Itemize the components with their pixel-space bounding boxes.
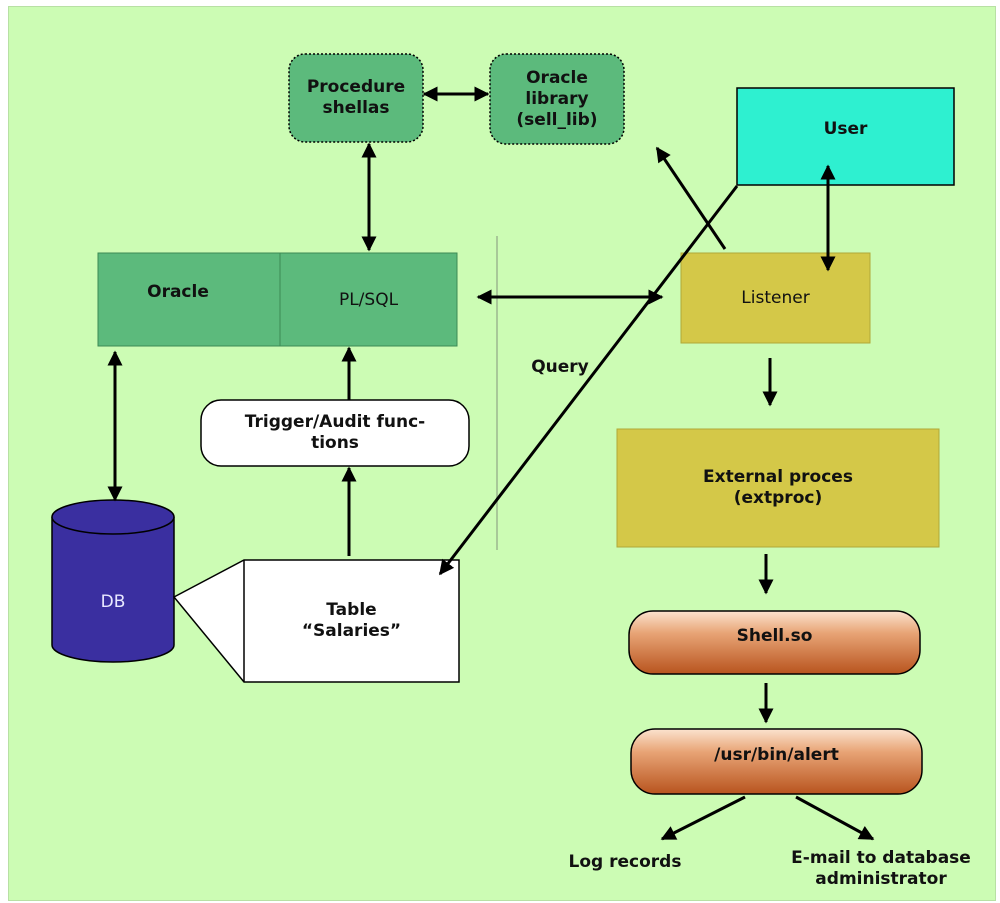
db-cylinder <box>51 517 175 663</box>
trigger-box <box>200 399 470 467</box>
email-label: E-mail to database administrator <box>791 848 971 889</box>
trigger-label: Trigger/Audit func- tions <box>244 412 426 453</box>
oracle-library-label: Oracle library (sell_lib) <box>516 67 598 130</box>
shell-so-box <box>628 610 921 675</box>
db-label: DB <box>100 591 126 612</box>
alert-label: /usr/bin/alert <box>714 744 839 765</box>
procedure-shellas-label: Procedure shellas <box>306 77 406 118</box>
oracle-label: Oracle <box>147 281 209 302</box>
table-callout <box>172 559 460 683</box>
external-proces-label: External proces (extproc) <box>703 467 853 508</box>
table-label: Table “Salaries” <box>301 600 402 641</box>
procedure-shellas-box <box>288 53 424 143</box>
arrow-alert-log <box>660 795 746 841</box>
external-proces-box <box>616 428 940 548</box>
listener-box <box>680 252 871 344</box>
oracle-plsql-box <box>97 252 458 347</box>
user-label: User <box>823 118 868 139</box>
arrow-query-user-table <box>438 185 739 576</box>
log-records-label: Log records <box>568 851 682 872</box>
user-box <box>736 87 955 186</box>
listener-label: Listener <box>741 287 810 308</box>
plsql-label: PL/SQL <box>338 289 399 310</box>
alert-box <box>630 728 923 795</box>
oracle-library-box <box>489 53 625 145</box>
query-label: Query <box>531 356 589 377</box>
arrow-library-listener <box>655 146 727 250</box>
db-cylinder-top <box>51 499 175 535</box>
arrow-alert-email <box>795 795 875 841</box>
shell-so-label: Shell.so <box>736 625 813 646</box>
